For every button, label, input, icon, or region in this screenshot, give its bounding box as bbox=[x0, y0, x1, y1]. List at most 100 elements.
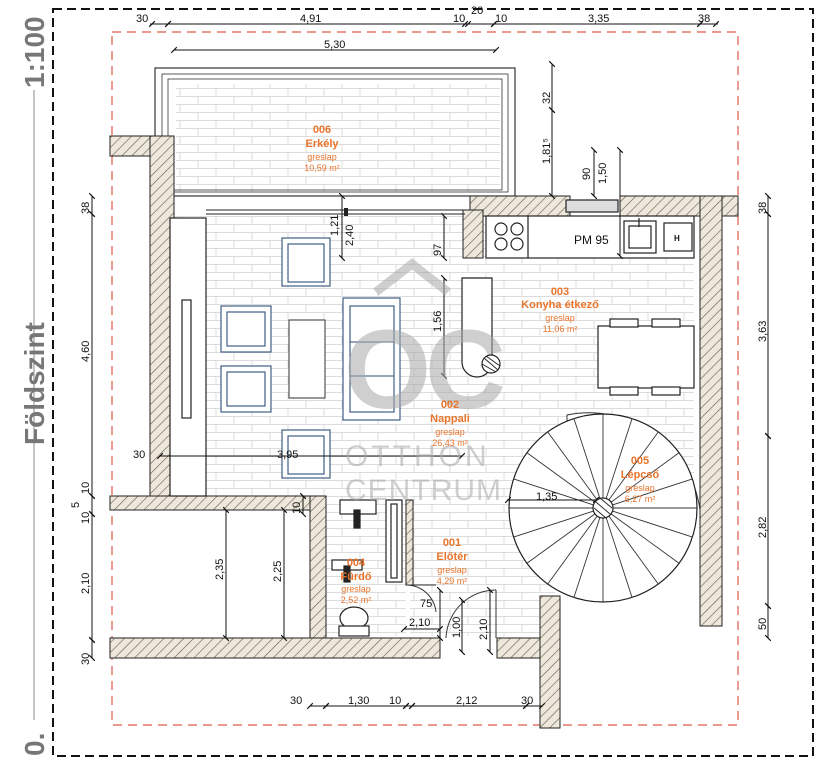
stair-tread bbox=[605, 517, 633, 598]
room-label-stair: 005 Lépcső greslap 6,27 m² bbox=[621, 455, 660, 504]
watermark-line1: OTTHON bbox=[345, 440, 490, 473]
dim-label: 3,95 bbox=[277, 449, 298, 461]
dim-label: 50 bbox=[757, 618, 769, 630]
dim-label: 1,21 bbox=[329, 215, 341, 236]
room-name: Lépcső bbox=[621, 469, 660, 481]
dim-label: 2,10 bbox=[409, 617, 430, 629]
stair-tread bbox=[547, 431, 598, 501]
room-floor: greslap bbox=[437, 565, 467, 575]
room-label-living: 002 Nappali greslap 26,43 m² bbox=[430, 399, 470, 448]
room-area: 2,52 m² bbox=[341, 595, 372, 605]
watermark-logo: OC bbox=[344, 307, 503, 432]
dim-label: 1,50 bbox=[597, 163, 609, 184]
dim-label: 30 bbox=[80, 653, 92, 665]
room-name: Nappali bbox=[430, 413, 470, 425]
dim-label: 10 bbox=[453, 13, 465, 25]
room-id: 006 bbox=[313, 124, 331, 136]
room-label-hall: 001 Előtér greslap 4,29 m² bbox=[436, 537, 468, 586]
room-name: Konyha étkező bbox=[521, 299, 599, 311]
room-floor: greslap bbox=[341, 584, 371, 594]
dim-label: 2,10 bbox=[80, 573, 92, 594]
dim-label: 2,82 bbox=[757, 517, 769, 538]
dim-label: 20 bbox=[471, 5, 483, 17]
room-label-balcony: 006 Erkély greslap 10,59 m² bbox=[304, 124, 340, 173]
dim-label: 30 bbox=[521, 695, 533, 707]
dim-label: 4,60 bbox=[80, 341, 92, 362]
room-id: 005 bbox=[631, 455, 649, 467]
dim-label: 3,35 bbox=[588, 13, 609, 25]
dim-label: 2,12 bbox=[456, 695, 477, 707]
stair-tread bbox=[573, 418, 601, 499]
dim-label: 10 bbox=[495, 13, 507, 25]
dim-label: 75 bbox=[420, 598, 432, 610]
room-id: 002 bbox=[441, 399, 459, 411]
kitchen-island bbox=[461, 277, 501, 378]
dim-label: 38 bbox=[80, 202, 92, 214]
dim-label: 30 bbox=[136, 13, 148, 25]
dim-label: 2,40 bbox=[344, 225, 356, 246]
dim-label: 4,91 bbox=[300, 13, 321, 25]
watermark-line2: CENTRUM bbox=[345, 474, 502, 507]
dim-label: 10 bbox=[389, 695, 401, 707]
stair-tread bbox=[608, 515, 659, 585]
balcony-floor bbox=[176, 84, 500, 192]
sofa-set bbox=[220, 237, 401, 479]
dim-label: 2,10 bbox=[478, 619, 490, 640]
fireplace bbox=[169, 217, 207, 497]
appliance-mark: H bbox=[674, 234, 680, 243]
room-id: 003 bbox=[551, 286, 569, 298]
dim-label: 30 bbox=[290, 695, 302, 707]
stair-tread bbox=[526, 513, 596, 564]
stair-tread bbox=[513, 510, 594, 538]
kitchen-label: PM 95 bbox=[574, 233, 609, 247]
room-name: Fürdő bbox=[340, 571, 371, 583]
dim-label: 30 bbox=[133, 449, 145, 461]
dim-label: 1,35 bbox=[536, 491, 557, 503]
room-floor: greslap bbox=[307, 152, 337, 162]
stair-tread bbox=[612, 478, 693, 506]
dimension-labels: 30 4,91 10 20 10 3,35 38 5,30 38 4,60 30… bbox=[70, 5, 769, 707]
room-area: 11,06 m² bbox=[543, 324, 578, 334]
dim-label: 2,35 bbox=[214, 559, 226, 580]
dim-label: 32 bbox=[541, 92, 553, 104]
dim-label: 10 bbox=[291, 502, 303, 514]
dim-label: 5,30 bbox=[324, 39, 345, 51]
dim-label: 3,63 bbox=[757, 321, 769, 342]
dim-label: 38 bbox=[698, 13, 710, 25]
dim-label: 5 bbox=[70, 502, 82, 508]
room-label-bathroom: 004 Fürdő greslap 2,52 m² bbox=[340, 557, 371, 605]
dim-label: 1,00 bbox=[451, 617, 463, 638]
spiral-staircase bbox=[507, 412, 701, 603]
dim-label: 2,25 bbox=[272, 561, 284, 582]
room-name: Erkély bbox=[305, 138, 339, 150]
stair-tread bbox=[610, 513, 680, 564]
dining-table bbox=[597, 318, 695, 396]
dim-label: 97 bbox=[432, 244, 444, 256]
room-id: 004 bbox=[347, 557, 366, 569]
room-label-kitchen: 003 Konyha étkező greslap 11,06 m² bbox=[521, 286, 599, 334]
stair-tread bbox=[526, 452, 596, 503]
dim-label: 38 bbox=[757, 202, 769, 214]
dim-label: 1,81⁵ bbox=[541, 138, 553, 164]
walls bbox=[109, 135, 739, 729]
dim-label: 1,30 bbox=[348, 695, 369, 707]
room-area: 10,59 m² bbox=[304, 163, 340, 173]
room-floor: greslap bbox=[625, 483, 655, 493]
room-area: 4,29 m² bbox=[437, 576, 468, 586]
dim-label: 1,56 bbox=[432, 311, 444, 332]
room-id: 001 bbox=[443, 537, 461, 549]
dim-label: 90 bbox=[581, 168, 593, 180]
balcony-door bbox=[206, 208, 465, 216]
stair-tread bbox=[573, 517, 601, 598]
bathroom-fixtures bbox=[331, 499, 403, 637]
level-number: 0. bbox=[19, 733, 50, 756]
dim-label: 10 bbox=[80, 482, 92, 494]
stair-tread bbox=[605, 418, 633, 499]
room-area: 6,27 m² bbox=[625, 494, 656, 504]
dimension-lines bbox=[88, 20, 772, 710]
room-name: Előtér bbox=[436, 551, 468, 563]
stair-tread bbox=[547, 515, 598, 585]
stair-tread bbox=[608, 431, 659, 501]
room-floor: greslap bbox=[545, 313, 575, 323]
